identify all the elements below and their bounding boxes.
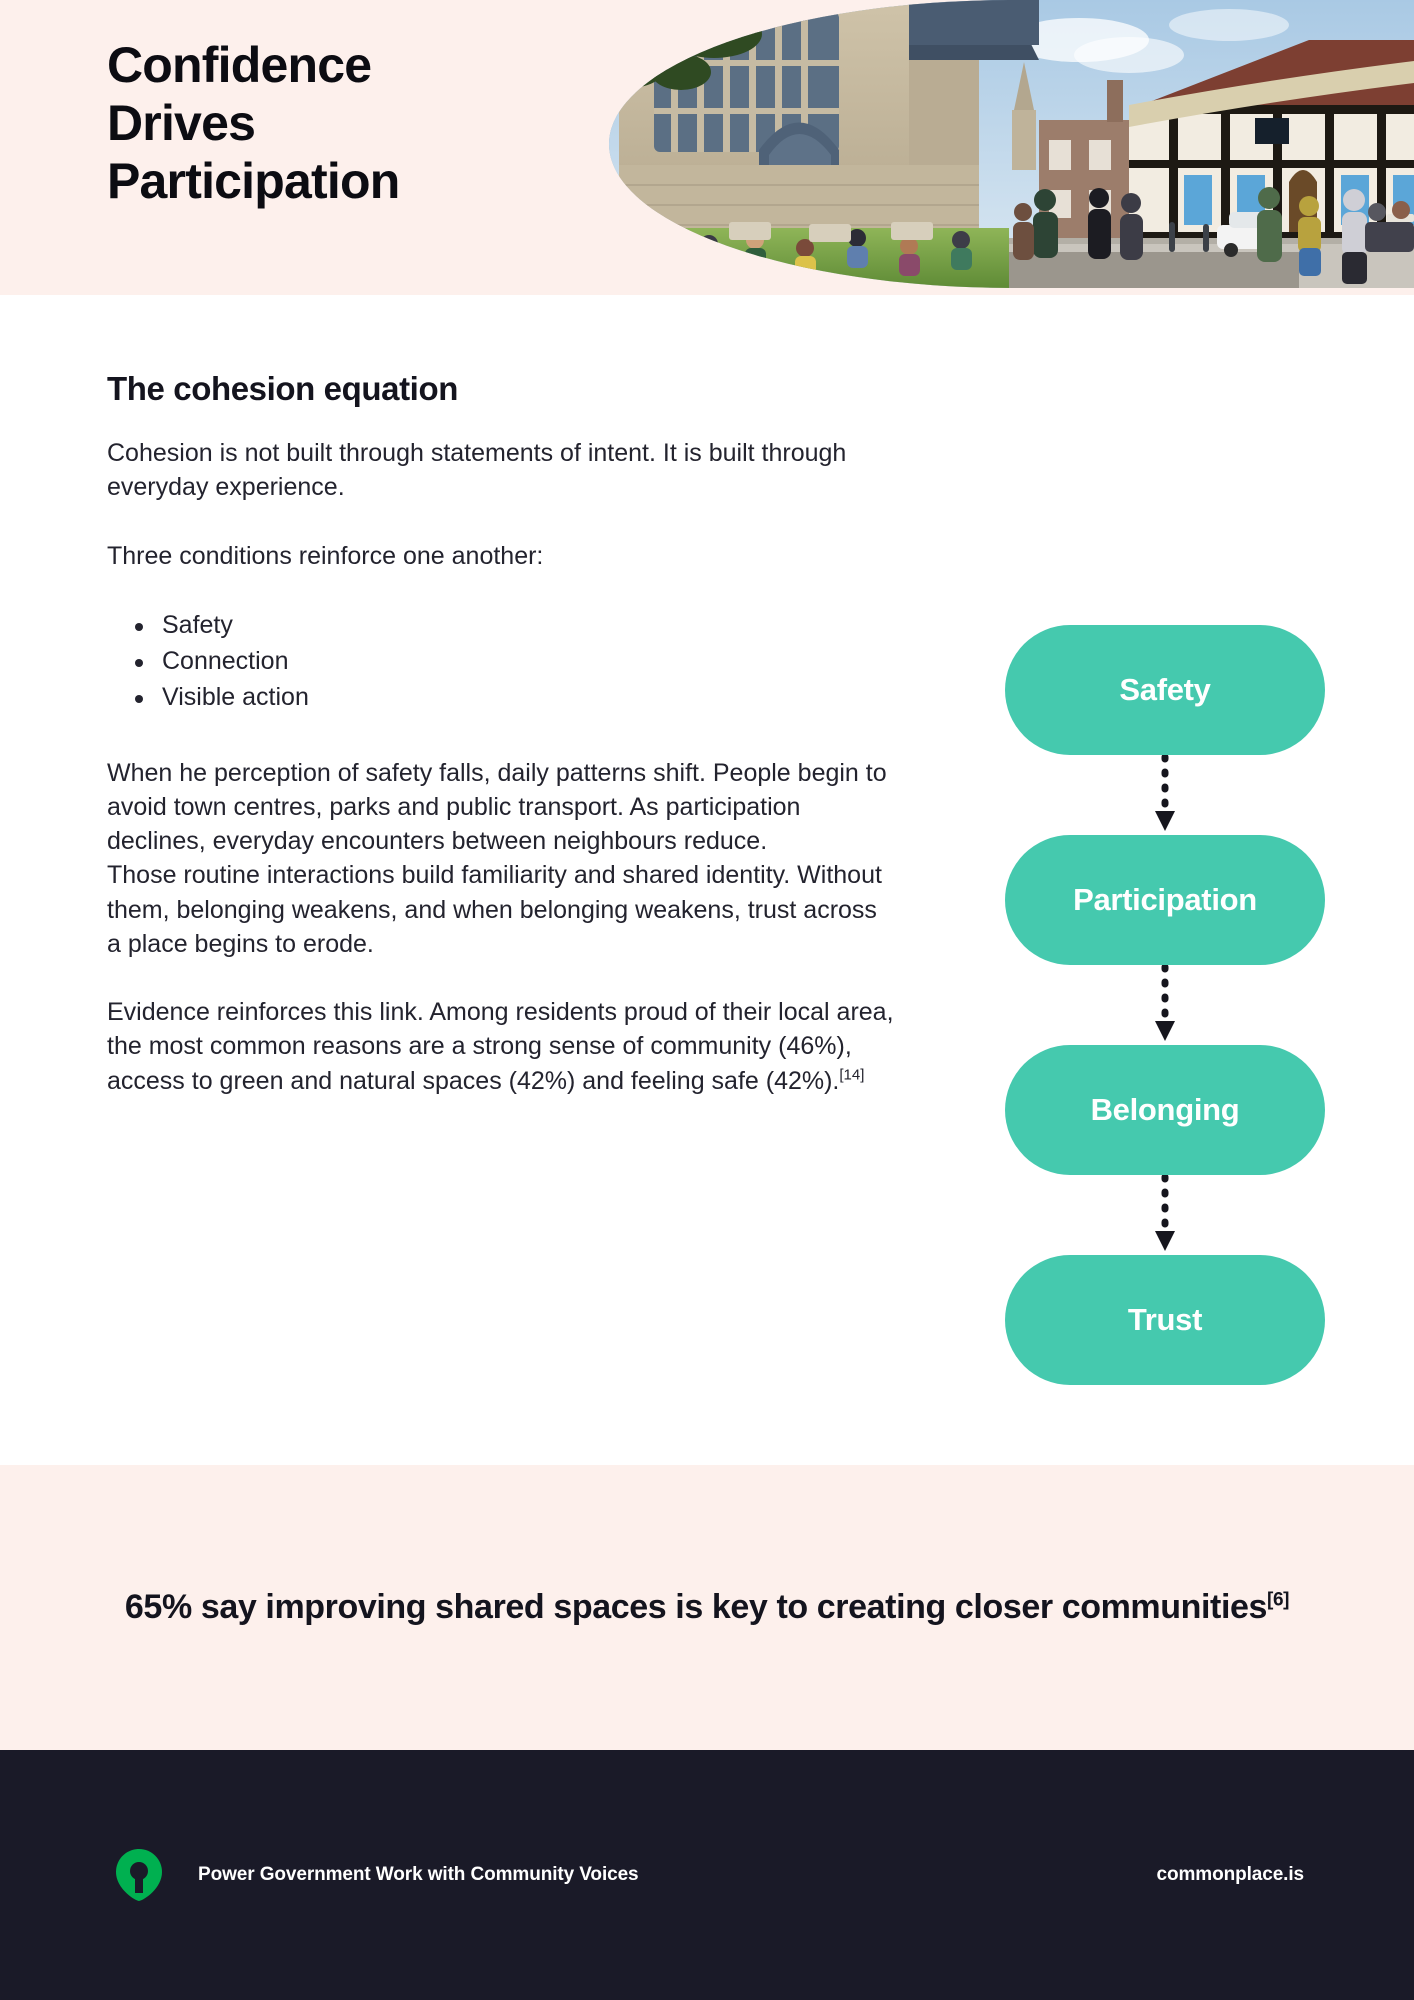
citation-marker-14: [14]: [839, 1066, 865, 1084]
list-item: Connection: [129, 643, 897, 679]
flow-step-label: Safety: [1119, 672, 1211, 707]
footer-website[interactable]: commonplace.is: [1156, 1864, 1305, 1885]
callout-text: 65% say improving shared spaces is key t…: [92, 1586, 1322, 1630]
page-title: Confidence Drives Participation: [107, 37, 400, 209]
dotted-down-arrow-icon: [1155, 755, 1175, 831]
flow-step-label: Belonging: [1090, 1092, 1240, 1127]
dotted-down-arrow-icon: [1155, 965, 1175, 1041]
page-footer: Power Government Work with Community Voi…: [0, 1750, 1414, 2000]
section-heading: The cohesion equation: [107, 370, 458, 407]
header-photo: [609, 0, 1414, 288]
text-column: The cohesion equation Cohesion is not bu…: [107, 370, 897, 1132]
flow-step-label: Trust: [1127, 1302, 1203, 1337]
statistic-callout-band: 65% say improving shared spaces is key t…: [0, 1465, 1414, 1750]
list-item: Visible action: [129, 679, 897, 715]
footer-tagline: Power Government Work with Community Voi…: [198, 1864, 639, 1885]
list-item: Safety: [129, 607, 897, 643]
cohesion-flow-diagram: Safety Participation Belonging: [1005, 625, 1325, 1385]
paragraph-evidence-text: Evidence reinforces this link. Among res…: [107, 998, 894, 1095]
main-content: The cohesion equation Cohesion is not bu…: [0, 295, 1414, 1465]
citation-marker-6: [6]: [1267, 1589, 1290, 1611]
flow-step-safety: Safety: [1005, 625, 1325, 755]
commonplace-pin-logo-icon: [110, 1846, 168, 1904]
page-header: Confidence Drives Participation: [0, 0, 1414, 295]
conditions-list: Safety Connection Visible action: [107, 607, 897, 716]
flow-connector-1: [1005, 755, 1325, 835]
flow-connector-3: [1005, 1175, 1325, 1255]
paragraph-evidence: Evidence reinforces this link. Among res…: [107, 995, 897, 1098]
paragraph-conditions-lead: Three conditions reinforce one another:: [107, 541, 544, 570]
flow-connector-2: [1005, 965, 1325, 1045]
dotted-down-arrow-icon: [1155, 1175, 1175, 1251]
flow-step-participation: Participation: [1005, 835, 1325, 965]
paragraph-intro: Cohesion is not built through statements…: [107, 439, 847, 502]
paragraph-routine-interactions: Those routine interactions build familia…: [107, 861, 882, 958]
paragraph-safety-decline: When he perception of safety falls, dail…: [107, 758, 887, 856]
flow-step-belonging: Belonging: [1005, 1045, 1325, 1175]
flow-step-trust: Trust: [1005, 1255, 1325, 1385]
callout-statistic: 65% say improving shared spaces is key t…: [124, 1587, 1268, 1626]
flow-step-label: Participation: [1073, 882, 1257, 917]
